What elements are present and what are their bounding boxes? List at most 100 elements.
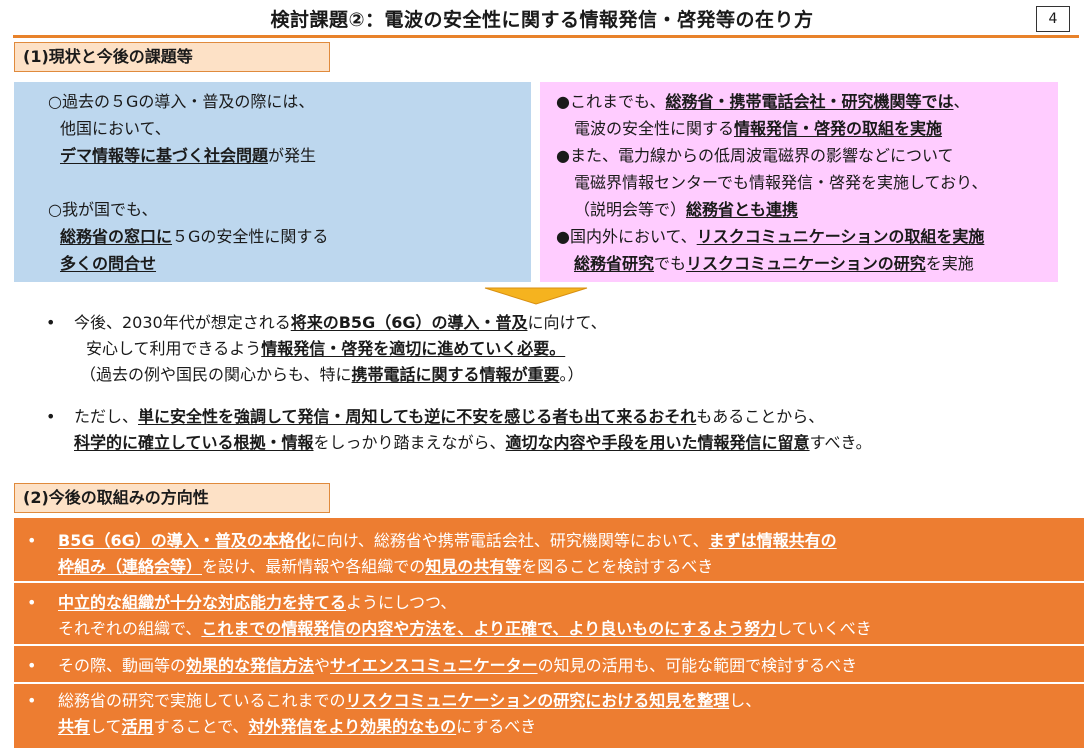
efforts-line: ●これまでも、総務省・携帯電話会社・研究機関等では、 (556, 88, 1058, 115)
direction-line: それぞれの組織で、これまでの情報発信の内容や方法を、より正確で、より良いものにす… (58, 616, 1084, 642)
efforts-line: 電波の安全性に関する情報発信・啓発の取組を実施 (556, 115, 1058, 142)
bullet-dot: • (27, 691, 37, 710)
status-gap (48, 169, 531, 196)
status-line: 他国において、 (60, 119, 171, 138)
bullet-segment: 今後、2030年代が想定される (74, 313, 291, 332)
efforts-emphasis: 総務省・携帯電話会社・研究機関等では (665, 92, 954, 111)
issue-bullet: • ただし、単に安全性を強調して発信・周知しても逆に不安を感じる者も出て来るおそ… (46, 404, 872, 456)
status-text: ５Gの安全性に関する (172, 227, 329, 246)
status-line: 多くの問合せ (48, 250, 531, 277)
bullet-dot: • (46, 313, 56, 332)
status-emphasis: デマ情報等に基づく社会問題 (60, 146, 269, 165)
bullet-segment: すべき。 (809, 433, 872, 452)
efforts-text: を実施 (925, 254, 974, 273)
status-line: ○過去の５Gの導入・普及の際には、 (48, 92, 315, 111)
direction-emphasis: まずは情報共有の (708, 531, 837, 550)
divider (14, 682, 1084, 684)
bullet-segment: に向けて、 (527, 313, 607, 332)
bullet-emphasis: 情報発信・啓発を適切に進めていく必要。 (261, 339, 566, 358)
direction-emphasis: リスクコミュニケーションの研究における知見を整理 (345, 691, 730, 710)
direction-segment: して (90, 717, 122, 736)
bullet-dot: • (27, 656, 37, 675)
bullet-segment: をしっかり踏まえながら、 (313, 433, 506, 452)
down-arrow-icon (484, 287, 588, 305)
divider (14, 644, 1084, 646)
bullet-line: 安心して利用できるよう情報発信・啓発を適切に進めていく必要。 (74, 336, 607, 362)
direction-emphasis: これまでの情報発信の内容や方法を、より正確で、より良いものにするよう努力 (201, 619, 777, 638)
efforts-emphasis: 総務省研究 (574, 254, 655, 273)
direction-emphasis: B5G（6G）の導入・普及の本格化 (58, 531, 311, 550)
efforts-line: 電磁界情報センターでも情報発信・啓発を実施しており、 (574, 173, 988, 192)
bullet-text: ただし、単に安全性を強調して発信・周知しても逆に不安を感じる者も出て来るおそれも… (46, 404, 872, 456)
title-underline (13, 35, 1079, 38)
direction-item: • 中立的な組織が十分な対応能力を持てるようにしつつ、 それぞれの組織で、これま… (14, 590, 1084, 642)
direction-segment: し、 (729, 691, 762, 710)
current-efforts-box: ●これまでも、総務省・携帯電話会社・研究機関等では、 電波の安全性に関する情報発… (540, 82, 1058, 282)
bullet-dot: • (27, 593, 37, 612)
bullet-dot: • (46, 407, 56, 426)
direction-line: 枠組み（連絡会等）を設け、最新情報や各組織での知見の共有等を図ることを検討するべ… (58, 554, 1084, 580)
status-line: 総務省の窓口に５Gの安全性に関する (48, 223, 531, 250)
efforts-emphasis: リスクコミュニケーションの取組を実施 (696, 227, 985, 246)
bullet-dot: • (27, 531, 37, 550)
bullet-emphasis: 携帯電話に関する情報が重要 (351, 365, 560, 384)
status-line: デマ情報等に基づく社会問題が発生 (48, 142, 531, 169)
direction-segment: 総務省の研究で実施しているこれまでの (58, 691, 346, 710)
efforts-emphasis: 総務省とも連携 (686, 200, 799, 219)
direction-segment: の知見の活用も、可能な範囲で検討するべき (537, 656, 858, 675)
direction-item: • 総務省の研究で実施しているこれまでのリスクコミュニケーションの研究における知… (14, 688, 1084, 740)
efforts-text: 電波の安全性に関する (574, 119, 735, 138)
direction-item: • B5G（6G）の導入・普及の本格化に向け、総務省や携帯電話会社、研究機関等に… (14, 528, 1084, 580)
direction-item: • その際、動画等の効果的な発信方法やサイエンスコミュニケーターの知見の活用も、… (14, 653, 1084, 679)
efforts-text: ●これまでも、 (556, 92, 666, 111)
direction-emphasis: 対外発信をより効果的なもの (248, 717, 457, 736)
efforts-text: （説明会等で） (574, 200, 687, 219)
direction-box: • B5G（6G）の導入・普及の本格化に向け、総務省や携帯電話会社、研究機関等に… (14, 518, 1084, 748)
bullet-emphasis: 科学的に確立している根拠・情報 (74, 433, 314, 452)
direction-segment: それぞれの組織で、 (58, 619, 202, 638)
direction-emphasis: 中立的な組織が十分な対応能力を持てる (58, 593, 347, 612)
bullet-text: 今後、2030年代が想定される将来のB5G（6G）の導入・普及に向けて、 安心し… (46, 310, 607, 388)
direction-emphasis: 枠組み（連絡会等） (58, 557, 203, 576)
bullet-segment: 安心して利用できるよう (86, 339, 262, 358)
bullet-line: 今後、2030年代が想定される将来のB5G（6G）の導入・普及に向けて、 (74, 310, 607, 336)
efforts-line: ●また、電力線からの低周波電磁界の影響などについて (556, 146, 954, 165)
divider (14, 581, 1084, 583)
direction-segment: にするべき (456, 717, 537, 736)
bullet-emphasis: 単に安全性を強調して発信・周知しても逆に不安を感じる者も出て来るおそれ (138, 407, 697, 426)
direction-line: 共有して活用することで、対外発信をより効果的なものにするべき (58, 714, 1084, 740)
bullet-emphasis: 将来のB5G（6G）の導入・普及 (290, 313, 528, 332)
status-line: ○我が国でも、 (48, 200, 158, 219)
bullet-segment: ただし、 (74, 407, 139, 426)
direction-line: その際、動画等の効果的な発信方法やサイエンスコミュニケーターの知見の活用も、可能… (58, 653, 1084, 679)
efforts-line: （説明会等で）総務省とも連携 (556, 196, 1058, 223)
direction-segment: していくべき (776, 619, 872, 638)
current-status-box: ○過去の５Gの導入・普及の際には、 他国において、 デマ情報等に基づく社会問題が… (14, 82, 531, 282)
bullet-emphasis: 適切な内容や手段を用いた情報発信に留意 (505, 433, 810, 452)
direction-line: 総務省の研究で実施しているこれまでのリスクコミュニケーションの研究における知見を… (58, 688, 1084, 714)
page-number: 4 (1036, 6, 1070, 32)
direction-line: B5G（6G）の導入・普及の本格化に向け、総務省や携帯電話会社、研究機関等におい… (58, 528, 1084, 554)
bullet-segment: もあることから、 (696, 407, 825, 426)
direction-emphasis: 効果的な発信方法 (186, 656, 315, 675)
direction-segment: その際、動画等の (58, 656, 187, 675)
direction-line: 中立的な組織が十分な対応能力を持てるようにしつつ、 (58, 590, 1084, 616)
bullet-line: ただし、単に安全性を強調して発信・周知しても逆に不安を感じる者も出て来るおそれも… (74, 404, 872, 430)
issue-bullet: • 今後、2030年代が想定される将来のB5G（6G）の導入・普及に向けて、 安… (46, 310, 607, 388)
direction-segment: に向け、総務省や携帯電話会社、研究機関等において、 (310, 531, 709, 550)
bullet-line: 科学的に確立している根拠・情報をしっかり踏まえながら、適切な内容や手段を用いた情… (74, 430, 872, 456)
bullet-line: （過去の例や国民の関心からも、特に携帯電話に関する情報が重要。） (74, 362, 607, 388)
bullet-segment: 。） (559, 365, 584, 384)
direction-segment: や (314, 656, 331, 675)
efforts-text: 、 (953, 92, 970, 111)
efforts-text: ●国内外において、 (556, 227, 697, 246)
direction-emphasis: 活用 (121, 717, 154, 736)
slide-title: 検討課題②：電波の安全性に関する情報発信・啓発等の在り方 (270, 9, 814, 31)
direction-segment: を図ることを検討するべき (521, 557, 714, 576)
direction-segment: ようにしつつ、 (346, 593, 457, 612)
section1-heading: (1)現状と今後の課題等 (14, 42, 330, 72)
direction-emphasis: 知見の共有等 (425, 557, 522, 576)
bullet-segment: （過去の例や国民の関心からも、特に (80, 365, 352, 384)
direction-emphasis: 共有 (58, 717, 91, 736)
section2-heading: (2)今後の取組みの方向性 (14, 483, 330, 513)
